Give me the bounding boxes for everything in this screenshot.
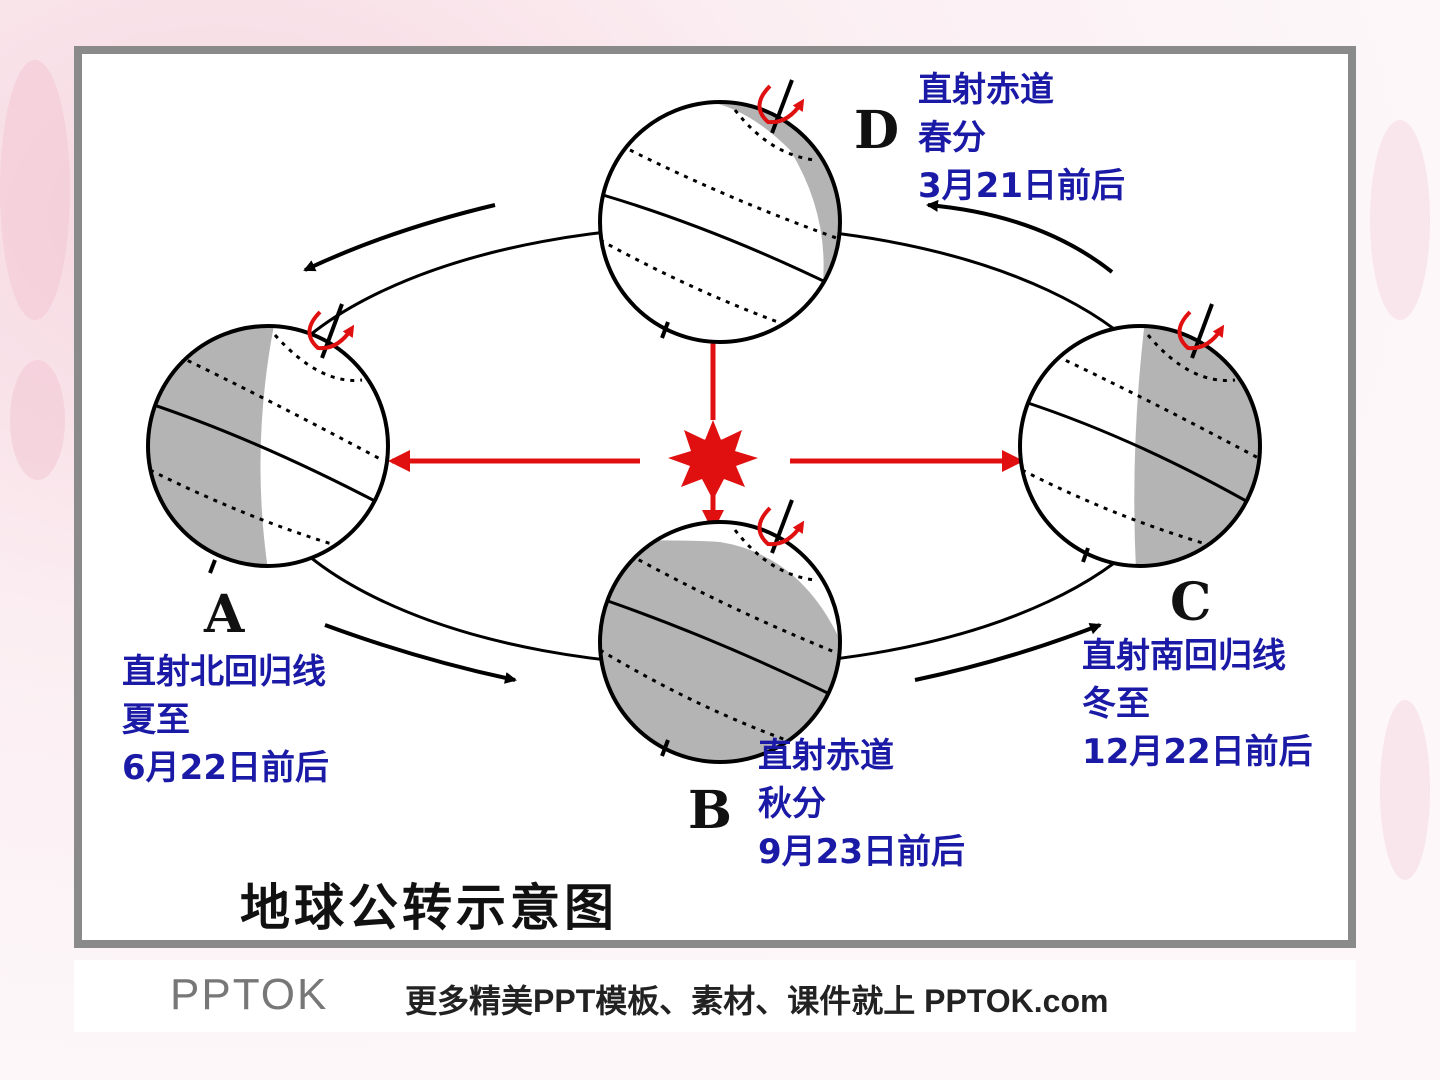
background-petal (1370, 120, 1430, 320)
diagram-title: 地球公转示意图 (240, 879, 618, 937)
earth-globe-a (146, 303, 390, 574)
footer-bar (74, 960, 1356, 1032)
orbit-direction-arrow (926, 199, 1114, 274)
earth-globe-d (598, 79, 842, 344)
season-label-c: 直射南回归线 冬至 12月22日前后 (1082, 632, 1313, 776)
background-petal (1380, 700, 1430, 880)
position-letter-c: C (1170, 572, 1212, 633)
position-letter-d: D (854, 100, 900, 161)
earth-globe-b (598, 499, 842, 764)
season-label-c-line3: 12月22日前后 (1082, 732, 1313, 772)
footer-slogan: 更多精美PPT模板、素材、课件就上 PPTOK.com (405, 983, 1109, 1019)
season-label-b-line3: 9月23日前后 (758, 832, 965, 872)
background-petal (10, 360, 65, 480)
season-label-d-line3: 3月21日前后 (918, 166, 1125, 206)
season-label-a: 直射北回归线 夏至 6月22日前后 (122, 648, 329, 792)
orbit-direction-arrow (303, 203, 496, 272)
earth-globe-c (1018, 303, 1262, 568)
season-label-a-line1: 直射北回归线 (122, 652, 326, 692)
sun-icon (668, 420, 758, 500)
season-label-d: 直射赤道 春分 3月21日前后 (918, 66, 1125, 210)
season-label-a-line3: 6月22日前后 (122, 748, 329, 788)
background-petal (0, 60, 70, 320)
season-label-c-line2: 冬至 (1082, 684, 1150, 724)
season-label-b: 直射赤道 秋分 9月23日前后 (758, 732, 965, 876)
season-label-c-line1: 直射南回归线 (1082, 636, 1286, 676)
season-label-d-line1: 直射赤道 (918, 70, 1054, 110)
orbit-direction-arrow (324, 623, 517, 684)
season-label-b-line2: 秋分 (758, 784, 826, 824)
position-letter-b: B (688, 780, 732, 841)
position-letter-a: A (204, 584, 245, 645)
footer-logo-text: PPTOK (170, 970, 329, 1019)
orbit-direction-arrow (914, 623, 1102, 682)
season-label-b-line1: 直射赤道 (758, 736, 894, 776)
season-label-d-line2: 春分 (918, 118, 986, 158)
season-label-a-line2: 夏至 (122, 700, 190, 740)
